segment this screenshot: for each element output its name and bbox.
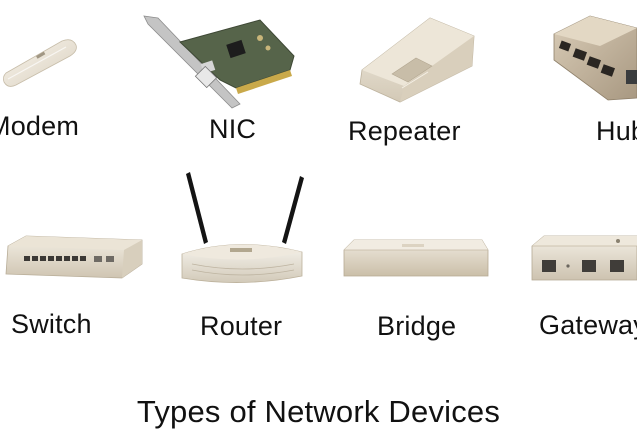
switch-image (2, 234, 144, 280)
nic-image (140, 12, 300, 110)
usb-modem-icon (2, 39, 77, 87)
hub-icon (553, 15, 637, 101)
bridge-icon (343, 239, 489, 277)
page-caption: Types of Network Devices (136, 394, 501, 429)
repeater-icon (359, 17, 475, 103)
hub-image (550, 14, 637, 102)
repeater-image (356, 14, 478, 104)
device-label-repeater: Repeater (348, 116, 461, 146)
device-label-router: Router (200, 311, 283, 341)
gateway-image (530, 232, 637, 284)
router-icon (181, 172, 304, 283)
gateway-icon (531, 235, 637, 281)
device-label-bridge: Bridge (377, 311, 457, 341)
switch-icon (5, 235, 143, 279)
network-interface-card-icon (143, 15, 295, 109)
device-label-switch: Switch (11, 309, 92, 339)
modem-image (0, 35, 80, 90)
device-label-gateway: Gateway (539, 310, 637, 340)
router-image (178, 172, 306, 286)
device-label-hub: Hub (596, 116, 637, 146)
device-label-nic: NIC (209, 114, 257, 144)
bridge-image (342, 236, 489, 280)
device-label-modem: Modem (0, 111, 80, 141)
